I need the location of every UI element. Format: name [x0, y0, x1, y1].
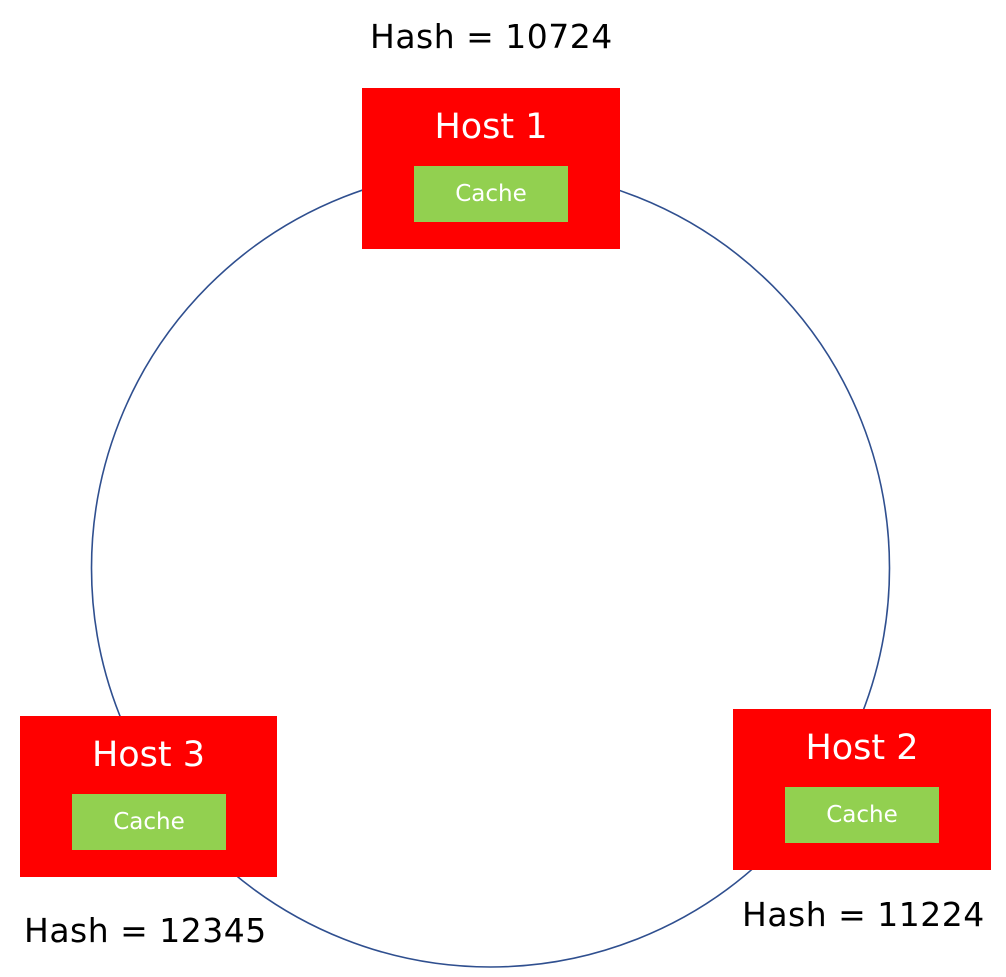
host-1-title: Host 1: [434, 107, 548, 147]
host-3-cache: Cache: [72, 794, 226, 850]
host-2-node: Host 2 Cache: [733, 709, 991, 870]
host-3-title: Host 3: [91, 735, 206, 775]
host-2-hash-label: Hash = 11224: [742, 895, 985, 934]
host-3-cache-label: Cache: [113, 808, 185, 835]
host-2-title: Host 2: [805, 728, 919, 768]
host-1-cache: Cache: [414, 166, 568, 222]
host-1-cache-label: Cache: [455, 180, 527, 207]
host-1-hash-label: Hash = 10724: [370, 17, 613, 56]
host-3-hash-label: Hash = 12345: [24, 911, 267, 950]
host-3-node: Host 3 Cache: [20, 716, 277, 877]
host-2-cache-label: Cache: [826, 801, 898, 828]
host-2-cache: Cache: [785, 787, 939, 843]
host-1-node: Host 1 Cache: [362, 88, 620, 249]
